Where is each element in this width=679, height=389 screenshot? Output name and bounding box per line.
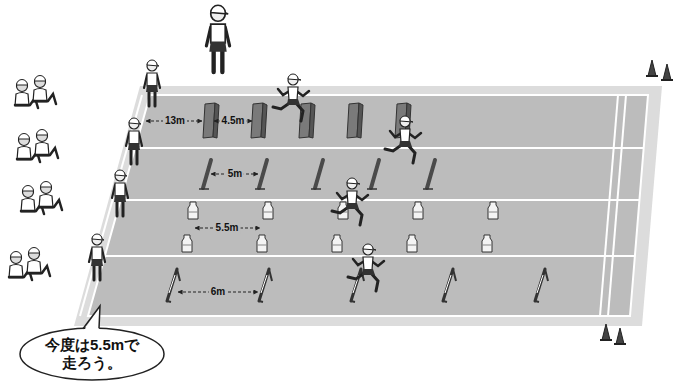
block-obstacles xyxy=(203,103,411,138)
stick-obstacles xyxy=(199,160,435,189)
track-ground xyxy=(88,95,648,316)
runners xyxy=(273,74,421,291)
distance-label: 6m xyxy=(209,286,227,298)
bubble-tail-fill xyxy=(83,306,100,332)
bubble-tail xyxy=(83,306,100,329)
seated-children xyxy=(9,76,62,281)
bubble-body xyxy=(20,328,164,380)
distance-arrows xyxy=(146,121,260,292)
track-apron xyxy=(74,86,662,326)
bubble-text: 今度は5.5mで 走ろう。 xyxy=(37,336,147,372)
marker-cones xyxy=(600,60,673,344)
distance-label: 5.5m xyxy=(214,222,241,234)
teacher xyxy=(206,5,229,72)
distance-label: 4.5m xyxy=(220,115,247,127)
hurdle-obstacles xyxy=(167,269,548,302)
lane-lines xyxy=(80,95,644,316)
bottle-obstacles xyxy=(182,202,498,252)
waiting-children xyxy=(89,60,160,280)
speech-bubble: 今度は5.5mで 走ろう。 xyxy=(19,327,165,381)
distance-label: 13m xyxy=(163,115,187,127)
distance-label: 5m xyxy=(226,168,244,180)
